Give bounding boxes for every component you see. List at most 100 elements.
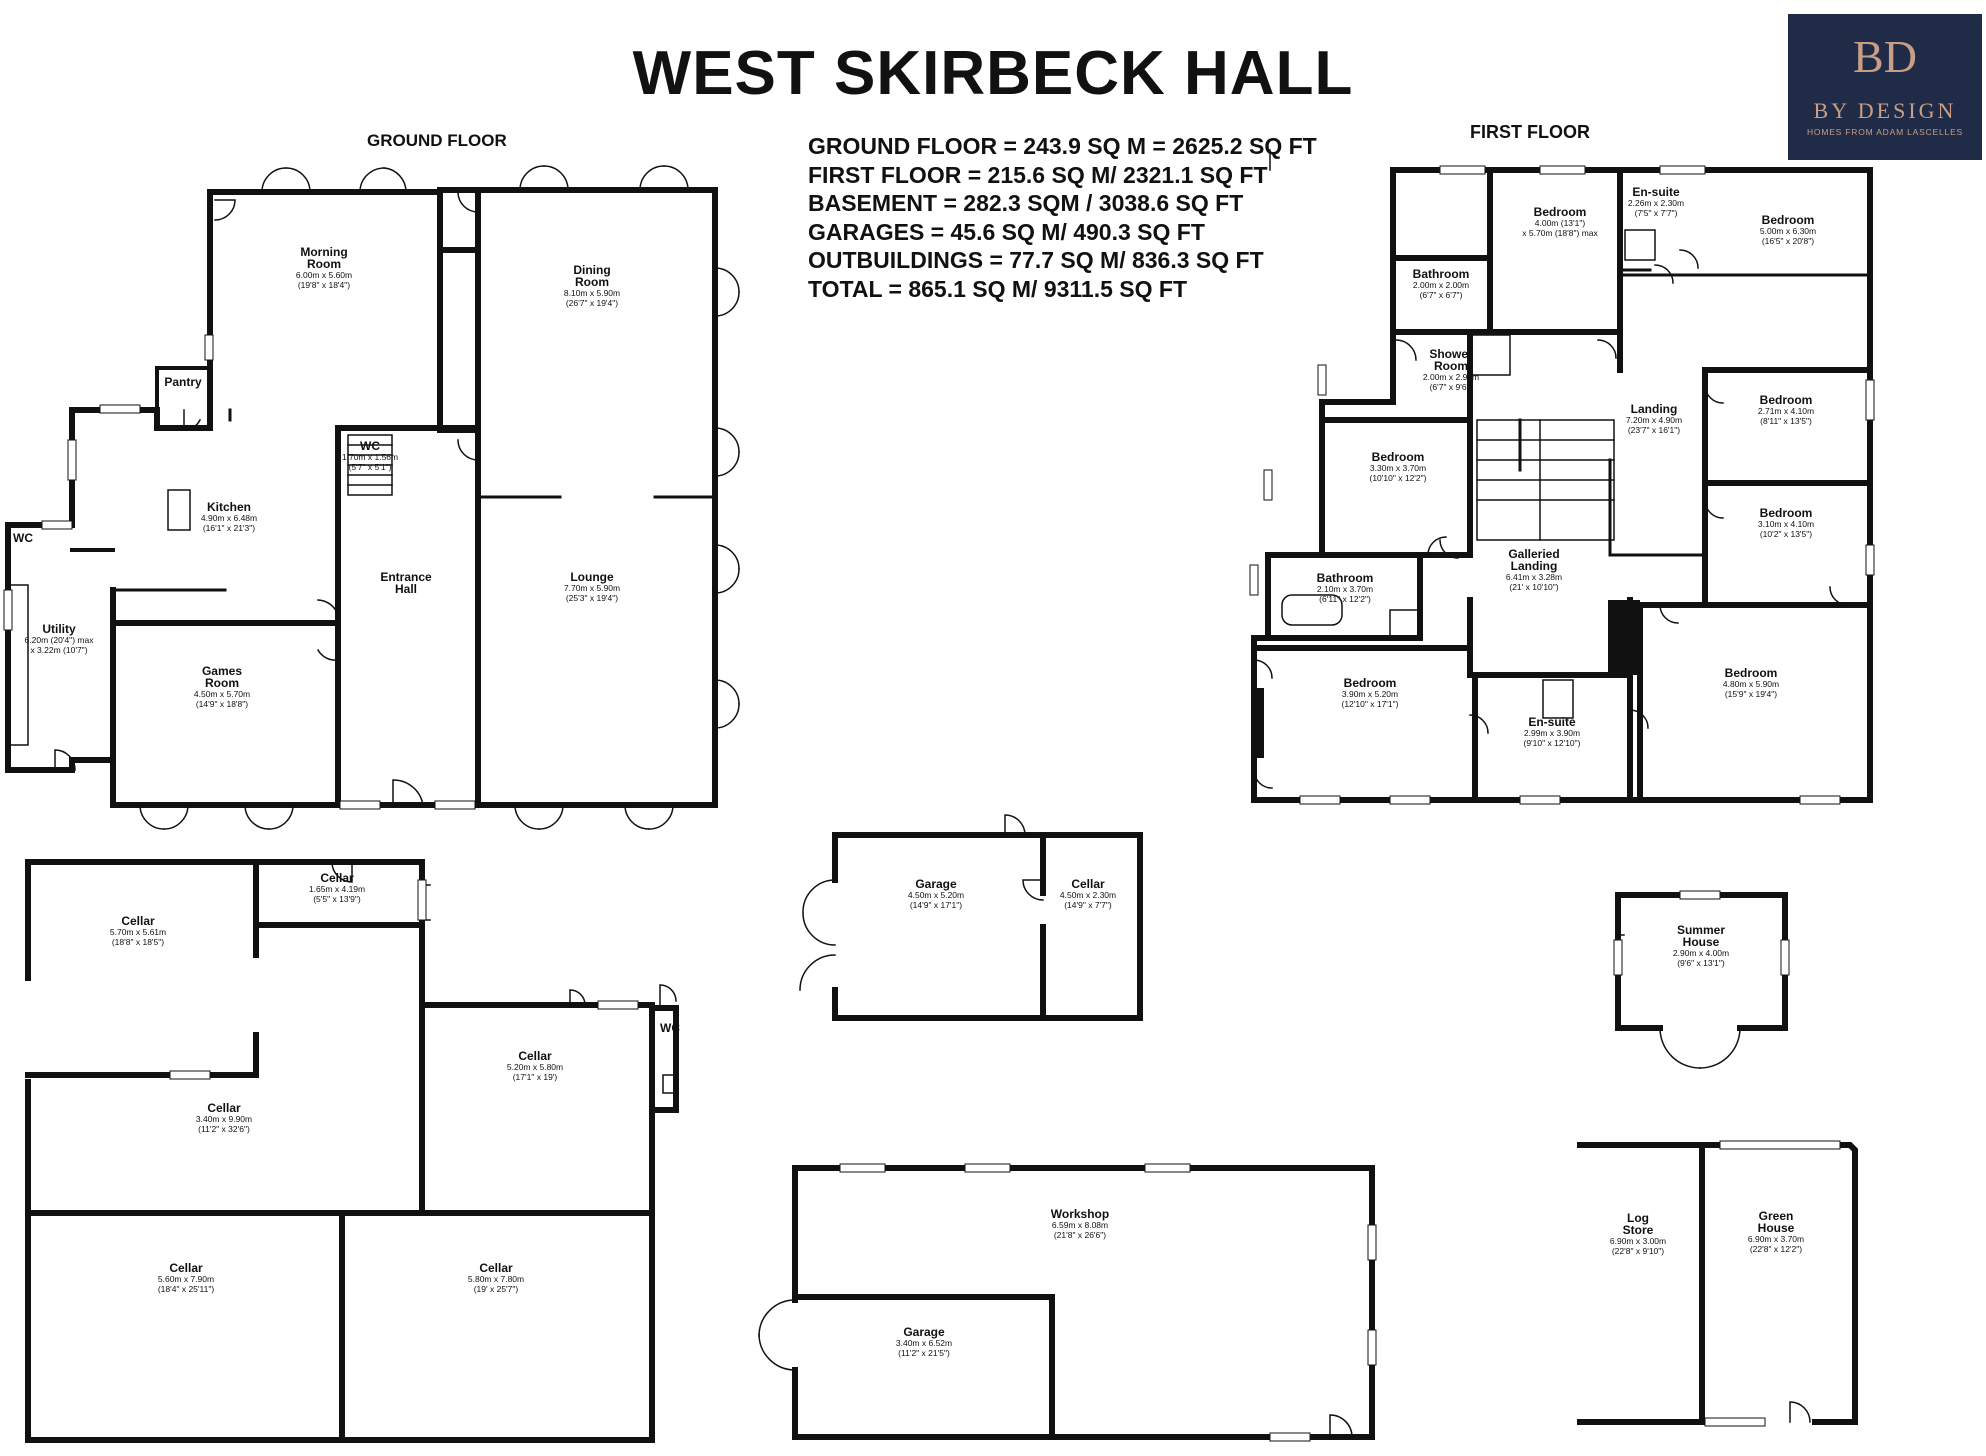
logo-brand: BY DESIGN: [1813, 98, 1957, 123]
room-label: Bedroom 3.30m x 3.70m (10'10" x 12'2"): [1369, 451, 1426, 483]
room-dimensions: (18'4" x 25'11"): [157, 1284, 215, 1294]
room-dimensions: 6.20m (20'4") max: [24, 635, 94, 645]
room-name: Cellar: [121, 914, 155, 928]
basement-walls: [24, 859, 679, 1443]
area-line: GROUND FLOOR = 243.9 SQ M = 2625.2 SQ FT: [808, 133, 1317, 159]
room-dimensions: (23'7" x 16'1"): [1627, 425, 1681, 435]
room-name: Hall: [394, 582, 418, 596]
room-label: En-suite 2.26m x 2.30m (7'5" x 7'7"): [1628, 186, 1684, 218]
room-name: Bathroom: [1316, 571, 1374, 585]
room-dimensions: 3.40m x 6.52m: [895, 1338, 953, 1348]
room-dimensions: (16'1" x 21'3"): [202, 523, 256, 533]
room-label: Bedroom 5.00m x 6.30m (16'5" x 20'8"): [1760, 214, 1816, 246]
room-dimensions: 4.90m x 6.48m: [200, 513, 258, 523]
room-dimensions: 4.50m x 5.70m: [193, 689, 251, 699]
first-floor-heading: FIRST FLOOR: [1470, 122, 1590, 142]
room-dimensions: (6'7" x 9'6"): [1429, 382, 1473, 392]
workshop-garage-walls: [792, 1165, 1375, 1440]
room-dimensions: 3.30m x 3.70m: [1369, 463, 1427, 473]
room-label: Bedroom 3.10m x 4.10m (10'2" x 13'5"): [1758, 507, 1814, 539]
room-dimensions: 2.00m x 2.90m: [1422, 372, 1480, 382]
room-dimensions: (7'5" x 7'7"): [1634, 208, 1678, 218]
area-summary: GROUND FLOOR = 243.9 SQ M = 2625.2 SQ FT…: [808, 132, 1317, 303]
room-label: Utility 6.20m (20'4") max x 3.22m (10'7"…: [25, 623, 94, 655]
logo-tagline: HOMES FROM ADAM LASCELLES: [1806, 127, 1964, 137]
room-dimensions: (5'7" x 5'1"): [348, 462, 392, 472]
room-dimensions: 6.00m x 5.60m: [295, 270, 353, 280]
room-name: En-suite: [1528, 715, 1576, 729]
room-dimensions: (26'7" x 19'4"): [565, 298, 619, 308]
room-name: Garage: [903, 1325, 945, 1339]
room-name: Bedroom: [1759, 393, 1813, 407]
room-label: Bedroom 2.71m x 4.10m (8'11" x 13'5"): [1758, 394, 1814, 426]
room-name: Room: [1433, 359, 1468, 373]
room-name: Green: [1758, 1209, 1794, 1223]
room-dimensions: 2.26m x 2.30m: [1627, 198, 1685, 208]
area-line: OUTBUILDINGS = 77.7 SQ M/ 836.3 SQ FT: [808, 247, 1264, 273]
room-name: Room: [574, 275, 609, 289]
logstore-greenhouse-walls: [1577, 1142, 1858, 1425]
room-name: Store: [1622, 1223, 1654, 1237]
room-label: Cellar 5.20m x 5.80m (17'1" x 19'): [507, 1050, 563, 1082]
room-dimensions: 4.80m x 5.90m: [1722, 679, 1780, 689]
room-name: Cellar: [479, 1261, 513, 1275]
room-label: Games Room 4.50m x 5.70m (14'9" x 18'8"): [194, 665, 250, 709]
logo-monogram: BD: [1853, 31, 1917, 82]
room-dimensions: (6'11" x 12'2"): [1319, 594, 1371, 604]
room-dimensions: 5.80m x 7.80m: [467, 1274, 525, 1284]
room-dimensions: 2.99m x 3.90m: [1523, 728, 1581, 738]
room-name: Games: [201, 664, 243, 678]
room-label: Cellar 5.80m x 7.80m (19' x 25'7"): [468, 1262, 524, 1294]
room-label: Workshop 6.59m x 8.08m (21'8" x 26'6"): [1051, 1208, 1109, 1240]
room-dimensions: x 5.70m (18'8") max: [1522, 228, 1598, 238]
room-dimensions: 2.90m x 4.00m: [1672, 948, 1730, 958]
room-name: Bedroom: [1761, 213, 1815, 227]
room-name: Bedroom: [1343, 676, 1397, 690]
room-name: Morning: [300, 245, 348, 259]
room-label: Cellar 4.50m x 2.30m (14'9" x 7'7"): [1060, 878, 1116, 910]
room-name: WC: [660, 1021, 680, 1035]
room-label: Entrance Hall: [380, 571, 431, 595]
room-dimensions: 1.65m x 4.19m: [308, 884, 366, 894]
room-dimensions: (21' x 10'10"): [1509, 582, 1559, 592]
page-title: WEST SKIRBECK HALL: [632, 39, 1354, 108]
area-line: TOTAL = 865.1 SQ M/ 9311.5 SQ FT: [808, 275, 1188, 302]
room-dimensions: 4.50m x 2.30m: [1059, 890, 1117, 900]
room-name: House: [1682, 935, 1720, 949]
room-name: Cellar: [518, 1049, 552, 1063]
room-dimensions: (14'9" x 17'1"): [909, 900, 963, 910]
room-dimensions: 1.70m x 1.56m: [341, 452, 399, 462]
room-dimensions: 6.59m x 8.08m: [1051, 1220, 1109, 1230]
room-name: Bathroom: [1412, 267, 1470, 281]
room-label: Summer House 2.90m x 4.00m (9'6" x 13'1"…: [1673, 924, 1729, 968]
room-name: WC: [13, 531, 33, 545]
room-name: Landing: [1630, 402, 1678, 416]
room-label: Green House 6.90m x 3.70m (22'8" x 12'2"…: [1748, 1210, 1804, 1254]
room-label: Cellar 5.60m x 7.90m (18'4" x 25'11"): [158, 1262, 214, 1294]
room-dimensions: (21'8" x 26'6"): [1053, 1230, 1107, 1240]
room-label: En-suite 2.99m x 3.90m (9'10" x 12'10"): [1523, 716, 1580, 748]
room-label: Dining Room 8.10m x 5.90m (26'7" x 19'4"…: [564, 264, 620, 308]
room-name: Shower: [1429, 347, 1473, 361]
room-name: House: [1757, 1221, 1795, 1235]
room-name: Cellar: [1071, 877, 1105, 891]
room-dimensions: (5'5" x 13'9"): [313, 894, 361, 904]
room-dimensions: (22'8" x 12'2"): [1749, 1244, 1803, 1254]
room-label: Bedroom 4.80m x 5.90m (15'9" x 19'4"): [1723, 667, 1779, 699]
room-dimensions: (8'11" x 13'5"): [1760, 416, 1812, 426]
room-name: Dining: [573, 263, 611, 277]
room-name: Cellar: [207, 1101, 241, 1115]
room-dimensions: (22'8" x 9'10"): [1611, 1246, 1665, 1256]
room-dimensions: 5.70m x 5.61m: [109, 927, 167, 937]
room-name: Lounge: [570, 570, 614, 584]
room-dimensions: (9'10" x 12'10"): [1523, 738, 1581, 748]
room-dimensions: 5.00m x 6.30m: [1759, 226, 1817, 236]
room-dimensions: 4.50m x 5.20m: [907, 890, 965, 900]
ground-floor-heading: GROUND FLOOR: [367, 131, 507, 150]
room-label: Cellar 1.65m x 4.19m (5'5" x 13'9"): [309, 872, 365, 904]
room-name: WC: [359, 439, 380, 453]
room-dimensions: 2.00m x 2.00m: [1412, 280, 1470, 290]
room-name: Kitchen: [206, 500, 252, 514]
room-dimensions: (19'8" x 18'4"): [297, 280, 351, 290]
